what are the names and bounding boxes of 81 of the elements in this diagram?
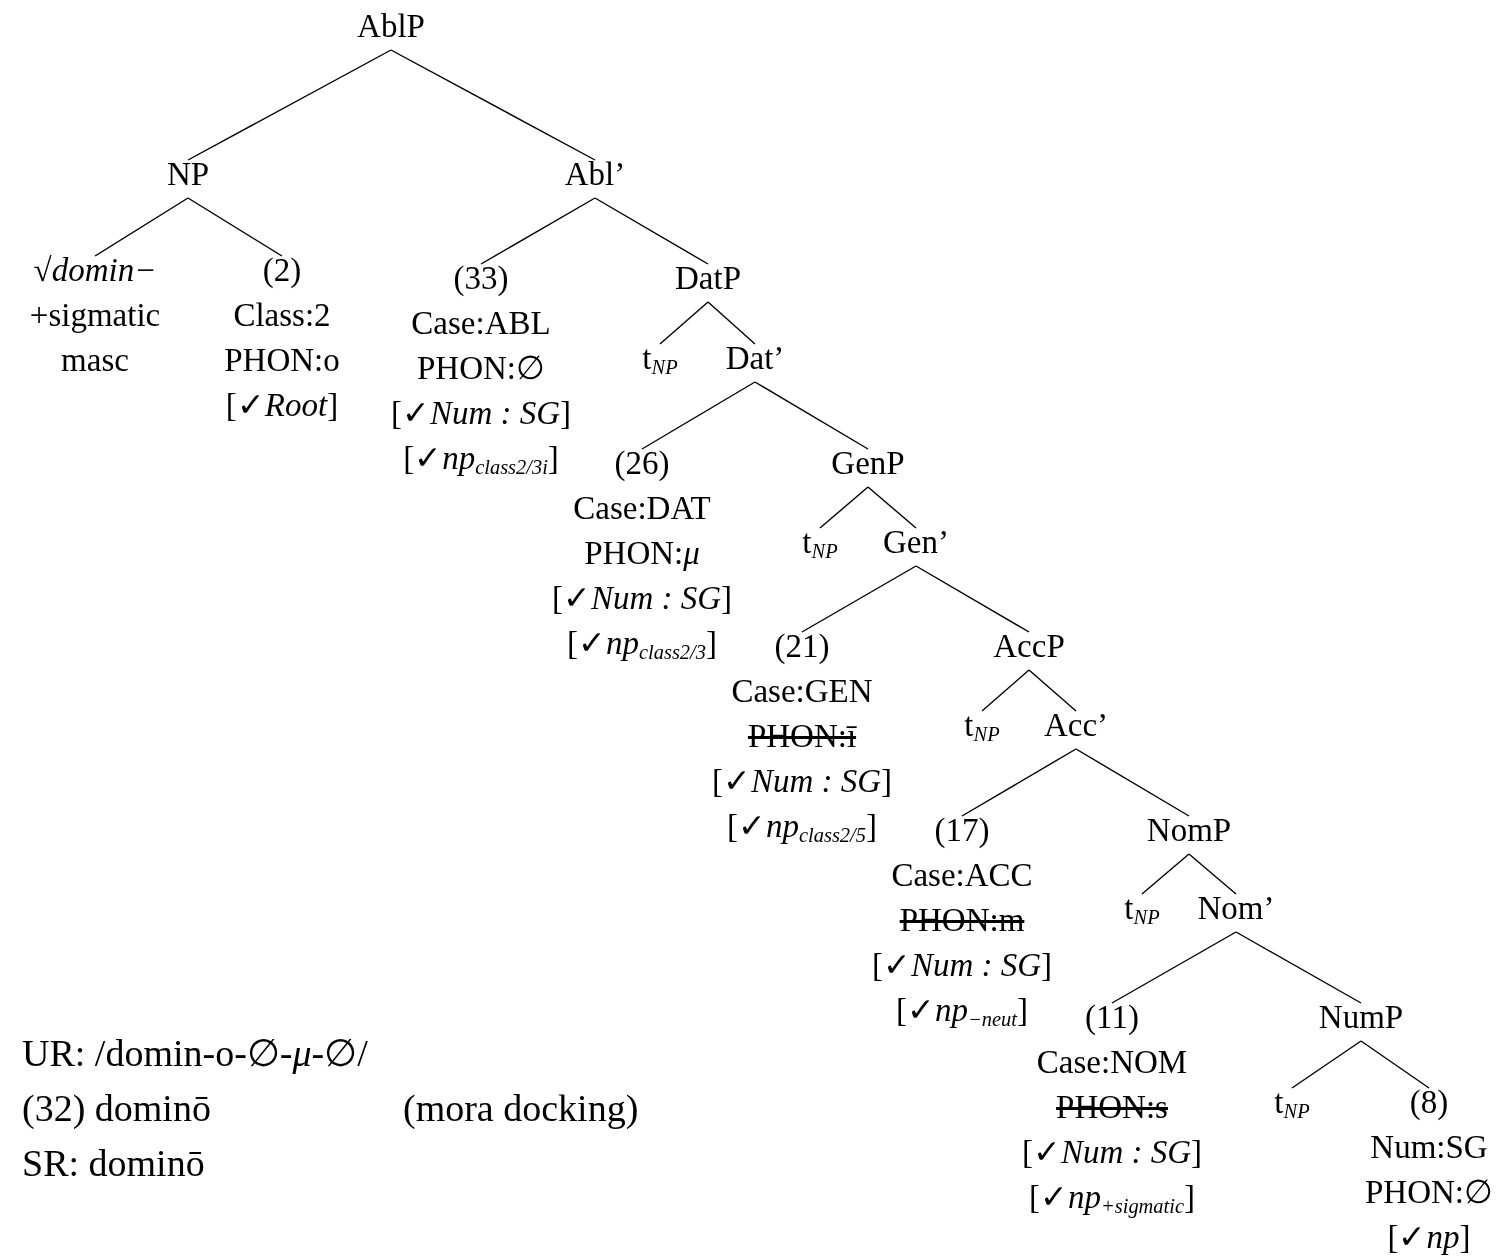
example-number: (2) bbox=[262, 251, 302, 290]
tree-node-label: t$_{NP}$ bbox=[1124, 886, 1160, 930]
feature-line: [✓Num : SG] bbox=[551, 579, 733, 618]
tree-branch bbox=[390, 49, 596, 161]
feature-line: PHON:∅ bbox=[417, 349, 545, 388]
tree-branch bbox=[981, 669, 1030, 712]
tree-branch bbox=[1141, 853, 1190, 895]
tree-node-label: GenP bbox=[831, 441, 905, 485]
feature-line: PHON:m bbox=[899, 901, 1025, 940]
tree-node-label: Nom’ bbox=[1197, 886, 1275, 930]
derivation-note: (mora docking) bbox=[403, 1086, 639, 1131]
feature-line: Case:ACC bbox=[891, 856, 1033, 895]
tree-node-label: AccP bbox=[993, 624, 1065, 668]
tree-branch bbox=[641, 381, 756, 450]
feature-line: masc bbox=[61, 341, 129, 380]
example-number: (8) bbox=[1409, 1083, 1449, 1122]
feature-line: Case:GEN bbox=[731, 672, 873, 711]
tree-node-label: Abl’ bbox=[564, 152, 626, 196]
feature-line: PHON:∅ bbox=[1365, 1173, 1493, 1212]
tree-node-label: NP bbox=[166, 152, 210, 196]
tree-branch bbox=[1075, 748, 1190, 817]
feature-line: [✓Num : SG] bbox=[390, 394, 572, 433]
example-number: (11) bbox=[1085, 998, 1139, 1037]
feature-line: Num:SG bbox=[1370, 1128, 1488, 1167]
derivation-note: UR: /domin-o-∅-μ-∅/ bbox=[22, 1031, 368, 1076]
tree-node-label: t$_{NP}$ bbox=[802, 520, 838, 564]
tree-branch bbox=[1111, 931, 1237, 1004]
feature-line: [✓Num : SG] bbox=[711, 762, 893, 801]
tree-node-label: NumP bbox=[1318, 995, 1404, 1039]
example-number: (17) bbox=[934, 811, 990, 850]
tree-branch bbox=[1291, 1040, 1362, 1089]
tree-node-label: NomP bbox=[1146, 808, 1232, 852]
tree-node-label: Gen’ bbox=[883, 520, 949, 564]
feature-line: PHON:o bbox=[224, 341, 340, 380]
feature-line: [✓np] bbox=[1387, 1218, 1471, 1257]
tree-branch bbox=[659, 301, 709, 345]
example-number: (33) bbox=[453, 259, 509, 298]
tree-branch bbox=[915, 565, 1030, 633]
tree-branch bbox=[819, 486, 869, 529]
tree-node-label: AblP bbox=[357, 4, 425, 48]
tree-node-label: t$_{NP}$ bbox=[642, 336, 678, 380]
tree-branch bbox=[1028, 669, 1077, 712]
example-number: (21) bbox=[774, 627, 830, 666]
feature-line: [✓np$_{class2/3i}$] bbox=[403, 439, 559, 481]
feature-line: Case:ABL bbox=[411, 304, 551, 343]
feature-line: PHON:ī bbox=[747, 717, 857, 756]
tree-branch bbox=[187, 197, 283, 257]
tree-branch bbox=[707, 301, 756, 345]
tree-branch bbox=[1235, 931, 1362, 1004]
feature-line: [✓Num : SG] bbox=[1021, 1133, 1203, 1172]
tree-branch bbox=[754, 381, 869, 450]
feature-line: PHON:μ bbox=[584, 534, 700, 573]
tree-branch bbox=[961, 748, 1077, 817]
tree-branch bbox=[594, 197, 709, 265]
example-number: √domin− bbox=[33, 251, 157, 290]
tree-branch bbox=[1360, 1040, 1430, 1089]
tree-node-label: DatP bbox=[675, 256, 741, 300]
tree-node-label: Dat’ bbox=[725, 336, 785, 380]
derivation-note: (32) dominō bbox=[22, 1086, 211, 1131]
feature-line: Case:NOM bbox=[1036, 1043, 1188, 1082]
tree-node-label: t$_{NP}$ bbox=[1274, 1080, 1310, 1124]
feature-line: [✓np$_{class2/3}$] bbox=[567, 624, 717, 666]
tree-node-label: t$_{NP}$ bbox=[964, 703, 1000, 747]
tree-branch bbox=[1188, 853, 1237, 895]
feature-line: [✓np$_{+sigmatic}$] bbox=[1028, 1178, 1195, 1220]
tree-branch bbox=[480, 197, 596, 265]
feature-line: Case:DAT bbox=[573, 489, 711, 528]
tree-branch bbox=[801, 565, 917, 633]
example-number: (26) bbox=[614, 444, 670, 483]
feature-line: Class:2 bbox=[233, 296, 331, 335]
feature-line: [✓Num : SG] bbox=[871, 946, 1053, 985]
feature-line: +sigmatic bbox=[29, 296, 161, 335]
tree-branch bbox=[867, 486, 917, 529]
feature-line: [✓Root] bbox=[225, 386, 339, 425]
tree-branch bbox=[187, 49, 392, 161]
tree-node-label: Acc’ bbox=[1043, 703, 1109, 747]
feature-line: PHON:s bbox=[1056, 1088, 1168, 1127]
feature-line: [✓np$_{−neut}$] bbox=[896, 991, 1028, 1033]
tree-branch bbox=[94, 197, 189, 257]
feature-line: [✓np$_{class2/5}$] bbox=[727, 807, 877, 849]
derivation-note: SR: dominō bbox=[22, 1141, 205, 1186]
